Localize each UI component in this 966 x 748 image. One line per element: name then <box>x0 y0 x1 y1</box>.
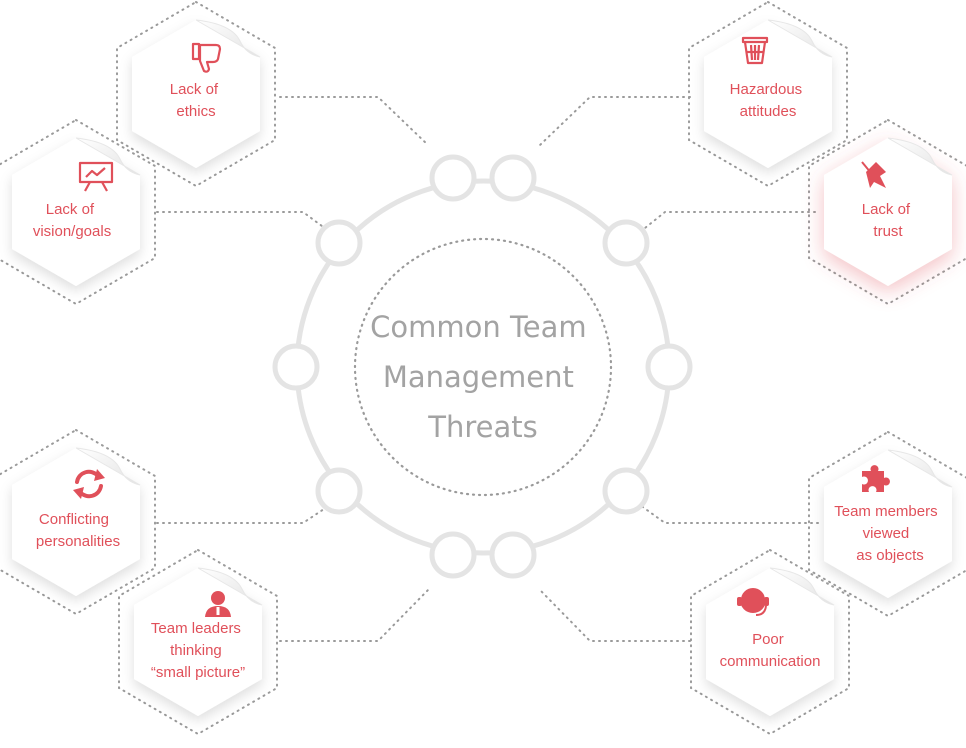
threat-label-line: as objects <box>856 547 924 564</box>
ring-node <box>489 531 537 579</box>
threat-ethics: Lack of ethics <box>116 0 276 188</box>
hex-tile <box>132 20 260 168</box>
threat-label: Lack of trust <box>862 201 915 240</box>
threat-label: Lack of ethics <box>170 81 223 120</box>
dotted-hex-outline <box>0 118 156 306</box>
threat-vision: Lack of vision/goals <box>0 118 156 306</box>
threat-label-line: Hazardous <box>730 81 803 98</box>
threat-label: Team members viewed as objects <box>834 503 942 564</box>
page-curl <box>887 449 953 488</box>
page-curl <box>197 567 263 606</box>
threat-label: Hazardous attitudes <box>730 81 807 120</box>
trash-bin-icon <box>741 36 769 65</box>
inner-dotted-ring <box>353 237 613 497</box>
dotted-hex-outline <box>116 0 276 188</box>
connector-leaders <box>279 589 429 642</box>
threat-label-line: Lack of <box>862 201 911 218</box>
ring-node <box>602 467 650 515</box>
person-icon <box>205 591 231 617</box>
connector-trust <box>639 211 816 233</box>
hex-tile <box>824 138 952 286</box>
threat-label-line: trust <box>873 223 903 240</box>
refresh-arrows-icon <box>73 469 105 499</box>
threat-communication: Poor communication <box>690 548 850 736</box>
ring-node <box>315 219 363 267</box>
ring-node <box>429 531 477 579</box>
ring-nodes <box>272 154 693 579</box>
puzzle-piece-icon <box>862 465 890 492</box>
dotted-hex-outline <box>0 428 156 616</box>
threat-label-line: vision/goals <box>33 223 111 240</box>
threat-label-line: Lack of <box>46 201 95 218</box>
threat-personalities: Conflicting personalities <box>0 428 156 616</box>
threat-label-line: Team leaders <box>151 620 241 637</box>
connector-personalities <box>156 504 331 524</box>
center-title-line-1: Common Team <box>370 310 586 344</box>
threat-label-line: Poor <box>752 631 784 648</box>
connector-hazardous <box>539 96 691 146</box>
page-curl <box>75 137 141 176</box>
center-title: Common Team Management Threats <box>370 310 596 444</box>
threat-hazardous: Hazardous attitudes <box>688 0 848 188</box>
page-curl <box>195 19 261 58</box>
hex-tile <box>704 20 832 168</box>
threat-label: Poor communication <box>720 631 821 670</box>
threat-label-line: communication <box>720 653 821 670</box>
thumbs-down-icon <box>191 42 222 73</box>
threat-label-line: Conflicting <box>39 511 109 528</box>
ring-node <box>429 154 477 202</box>
threat-label-line: Team members <box>834 503 937 520</box>
page-curl <box>769 567 835 606</box>
threat-objects: Team members viewed as objects <box>808 430 966 618</box>
ring-node <box>272 343 320 391</box>
dotted-hex-outline <box>118 548 278 736</box>
ring-node <box>489 154 537 202</box>
threat-trust: Lack of trust <box>808 118 966 306</box>
hex-tile <box>824 450 952 598</box>
connector-ethics <box>279 96 429 146</box>
threat-label-line: ethics <box>176 103 215 120</box>
threat-label: Team leaders thinking “small picture” <box>151 620 245 681</box>
connector-vision <box>156 211 331 233</box>
threat-label: Conflicting personalities <box>36 511 120 550</box>
dotted-hex-outline <box>690 548 850 736</box>
hex-tile <box>134 568 262 716</box>
threat-label-line: Lack of <box>170 81 219 98</box>
headset-icon <box>737 586 769 616</box>
presentation-board-icon <box>78 161 114 192</box>
threat-label-line: viewed <box>863 525 910 542</box>
threat-label-line: personalities <box>36 533 120 550</box>
page-curl <box>767 19 833 58</box>
connector-communication <box>539 589 691 642</box>
threat-label-line: attitudes <box>740 103 797 120</box>
threat-label-line: “small picture” <box>151 664 245 681</box>
center-title-line-2: Management <box>383 360 574 394</box>
page-curl <box>887 137 953 176</box>
pushpin-icon <box>861 161 886 188</box>
ring-node <box>645 343 693 391</box>
threat-label: Lack of vision/goals <box>33 201 111 240</box>
threat-leaders: Team leaders thinking “small picture” <box>118 548 278 736</box>
page-curl <box>75 447 141 486</box>
threat-label-line: thinking <box>170 642 222 659</box>
connector-objects <box>639 504 819 524</box>
hex-tile <box>12 138 140 286</box>
center-title-line-3: Threats <box>427 410 537 444</box>
ring-node <box>602 219 650 267</box>
hex-tile <box>12 448 140 596</box>
dotted-hex-outline <box>688 0 848 188</box>
ring-node <box>315 467 363 515</box>
connector-lines <box>156 96 819 642</box>
